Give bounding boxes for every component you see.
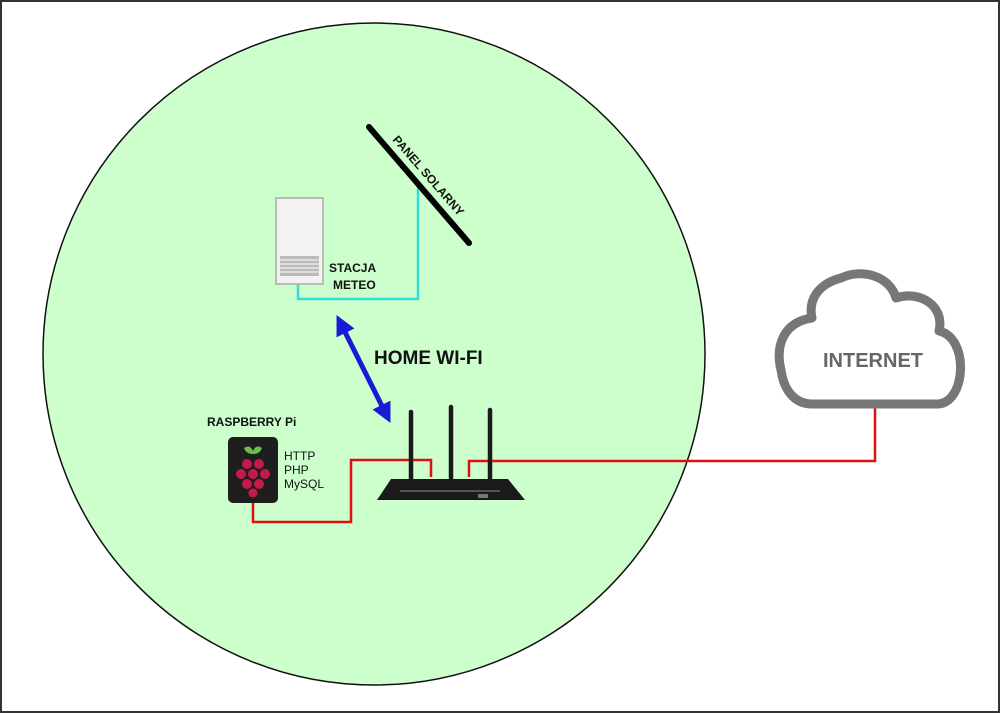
wifi-router-icon xyxy=(377,404,525,500)
wifi-label: HOME WI-FI xyxy=(374,348,483,369)
internet-cloud-icon xyxy=(774,269,965,409)
raspberry-router-cable xyxy=(251,458,433,524)
raspberry-service-php: PHP xyxy=(284,463,309,477)
router-internet-cable xyxy=(467,406,877,477)
solar-cable xyxy=(296,186,420,301)
raspberry-pi-icon xyxy=(228,437,278,503)
solar-panel xyxy=(366,124,472,246)
raspberry-label: RASPBERRY Pi xyxy=(207,415,296,429)
raspberry-service-mysql: MySQL xyxy=(284,477,324,491)
station-label-line1: STACJA xyxy=(329,261,376,275)
internet-label: INTERNET xyxy=(823,350,923,372)
wifi-arrow xyxy=(336,315,391,423)
station-label-line2: METEO xyxy=(333,278,376,292)
weather-station-icon xyxy=(275,197,324,285)
raspberry-service-http: HTTP xyxy=(284,449,315,463)
